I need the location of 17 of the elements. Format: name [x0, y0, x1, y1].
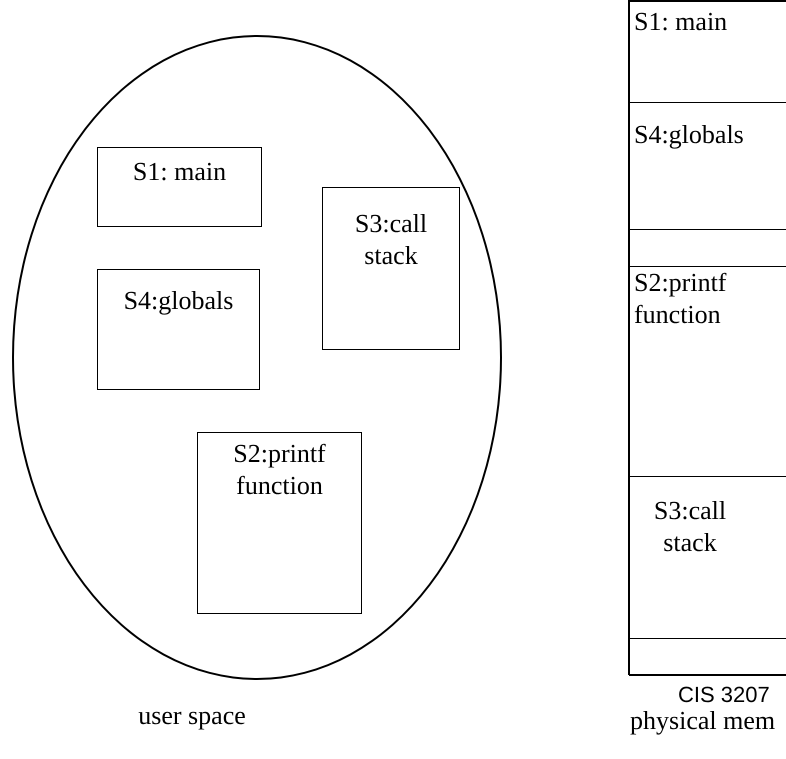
segment-label: S1: main: [634, 6, 728, 38]
segment-label: S2:printf function: [634, 267, 728, 331]
segment-box: [322, 187, 460, 350]
segment-box: [97, 269, 260, 390]
memory-column: [628, 0, 786, 675]
segment-label: S3:call stack: [652, 495, 728, 559]
segment-label: S3:call stack: [354, 208, 428, 272]
region-label: user space: [137, 700, 247, 732]
segment-label: S1: main: [132, 156, 228, 188]
segment-box: [197, 432, 362, 614]
ellipse-region: [12, 35, 502, 680]
memory-segment: [629, 638, 786, 676]
segment-box: [97, 147, 262, 227]
segment-label: S4:globals: [122, 285, 234, 317]
memory-segment: [629, 1, 786, 103]
segment-label: S4:globals: [634, 119, 745, 151]
segment-label: S2:printf function: [232, 438, 327, 502]
